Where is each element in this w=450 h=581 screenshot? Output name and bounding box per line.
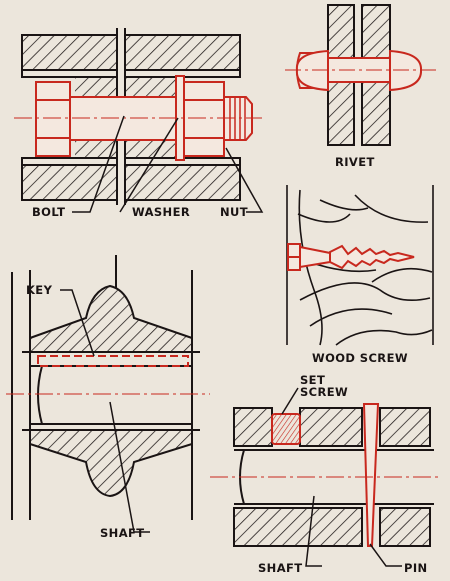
key-part: [37, 355, 189, 367]
hub-section: [22, 255, 200, 520]
shaft-left-label: SHAFT: [100, 526, 145, 540]
key-leaders: [60, 289, 150, 533]
rivet-label: RIVET: [335, 155, 375, 169]
set-screw-label-line1: SET: [300, 373, 326, 387]
key-label: KEY: [26, 283, 53, 297]
shaft-right-label: SHAFT: [258, 561, 303, 575]
collar-section: [233, 407, 434, 547]
bolt-leaders: [72, 115, 264, 213]
set-screw-label-line2: SCREW: [300, 385, 349, 399]
wood-screw-part: [287, 243, 415, 271]
setscrew-leaders: [281, 387, 402, 567]
bolt-assembly: [14, 28, 264, 213]
rivet-assembly: [285, 4, 440, 146]
shaft-left-part: [11, 272, 193, 520]
washer-label: WASHER: [132, 205, 191, 219]
key-assembly: [6, 255, 210, 533]
wood-block: [286, 185, 434, 346]
setscrew-pin-assembly: [210, 387, 440, 567]
set-screw-part: [271, 413, 301, 445]
bolt-label: BOLT: [32, 205, 66, 219]
pin-label: PIN: [404, 561, 428, 575]
wood-screw-assembly: [286, 185, 434, 346]
wood-screw-label: WOOD SCREW: [312, 351, 408, 365]
pin-part: [362, 403, 380, 547]
nut-part: [183, 81, 253, 157]
nut-label: NUT: [220, 205, 249, 219]
